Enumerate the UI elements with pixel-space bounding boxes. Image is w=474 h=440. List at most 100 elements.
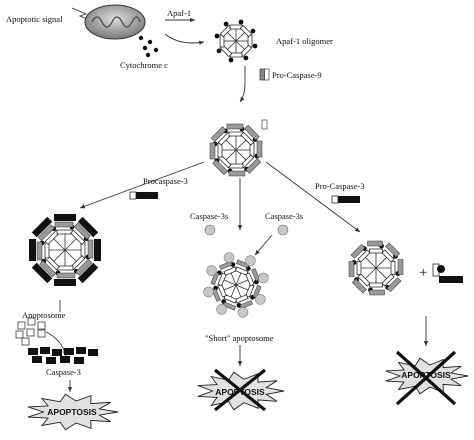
complex-arm — [206, 265, 227, 287]
complex-arm — [212, 154, 232, 176]
caspase9-bar — [222, 301, 237, 311]
complex-arm — [351, 273, 371, 294]
mitochondrion-icon — [84, 4, 146, 40]
caspase3-bar — [77, 216, 99, 238]
apoptosis-burst-middle: APOPTOSIS — [197, 368, 285, 412]
cytochrome-c-label: Cytochrome c — [120, 60, 168, 70]
spoke — [51, 249, 66, 264]
caspase3-block — [60, 356, 70, 363]
caspase9-bar — [369, 289, 385, 296]
arrow-right-branch — [265, 161, 361, 233]
caspase9-dot — [253, 279, 259, 285]
spoke — [235, 149, 248, 162]
spoke — [235, 284, 251, 292]
complex-arm — [245, 268, 269, 287]
apaf1-rod — [356, 261, 362, 275]
caspase9-bar — [210, 271, 220, 286]
procaspase3-left-icon — [129, 191, 158, 200]
apaf1-rod — [245, 272, 255, 287]
caspase9-bar — [219, 260, 233, 270]
caspase9-bar — [36, 241, 43, 261]
apaf1-oligomer-label: Apaf-1 oligomer — [276, 36, 333, 46]
caspase9-bar — [252, 284, 262, 299]
procaspase3-square — [26, 328, 35, 337]
arrow-to-holoenzyme — [239, 66, 246, 103]
apoptosome-label: Apoptosome — [22, 310, 66, 320]
spoke — [235, 284, 243, 300]
spoke — [235, 138, 248, 151]
procaspase3-right-label: Pro-Caspase-3 — [315, 181, 365, 191]
caspase9-bar — [75, 258, 93, 276]
apaf1-rod — [239, 24, 253, 38]
caspase9-bar — [209, 142, 216, 160]
caspase3-bar — [31, 216, 53, 238]
apaf1-rod — [217, 283, 227, 298]
complex-arm — [381, 273, 402, 293]
bound-caspase3 — [203, 286, 214, 298]
caspase9-dot — [252, 43, 258, 49]
arrow-caspase3s-in — [254, 234, 273, 256]
apaf1-rod — [223, 294, 238, 304]
caspase3-bar — [54, 279, 76, 286]
spoke — [64, 249, 79, 264]
caspase9-bar — [350, 243, 366, 259]
apaf1-rod — [381, 249, 395, 263]
apaf1-rod — [390, 261, 396, 275]
apoptotic-signal-label: Apoptotic signal — [6, 14, 63, 24]
apoptosis-burst-right: APOPTOSIS — [385, 350, 469, 406]
caspase3s-left-label: Caspase-3s — [190, 211, 228, 221]
procaspase3-substrates — [15, 317, 46, 346]
apaf1-rod — [234, 294, 249, 304]
apaf1-rod — [223, 266, 238, 276]
right-apaf1-complex — [348, 240, 404, 296]
apaf1-rod — [357, 249, 371, 263]
spoke — [51, 236, 66, 251]
caspase3-block — [64, 348, 74, 355]
complex-arm — [240, 124, 260, 146]
spoke — [235, 278, 251, 286]
complex-arm — [226, 123, 245, 137]
caspase9-bar — [239, 300, 253, 310]
apaf1-oligomer — [214, 19, 258, 63]
spoke — [363, 267, 377, 281]
complex-arm — [216, 294, 238, 315]
pro-caspase9-label: Pro-Caspase-9 — [272, 70, 322, 80]
caspase3-block — [52, 349, 62, 356]
apaf1-rod — [369, 248, 383, 254]
apaf1-caspase9-complex — [209, 123, 263, 177]
caspase3-right-icon — [277, 224, 289, 236]
spoke — [229, 270, 237, 286]
complex-arm — [227, 163, 246, 177]
spoke — [375, 255, 389, 269]
caspase9-bar — [348, 261, 355, 277]
apaf1-rod — [234, 266, 249, 276]
bound-caspase3 — [206, 265, 217, 276]
complex-arm — [234, 255, 256, 276]
complex-arm — [350, 243, 371, 263]
complex-arm — [368, 282, 385, 296]
caspase9-dot — [236, 302, 242, 308]
caspase9-bar — [397, 259, 404, 275]
apoptosis-right-text: APOPTOSIS — [401, 370, 451, 380]
bound-caspase3 — [216, 304, 227, 315]
blocked-cross-right — [395, 350, 457, 406]
pro-caspase9-icon — [259, 68, 265, 81]
bound-caspase3 — [237, 307, 249, 318]
complex-arm — [29, 239, 50, 261]
plus-sign: + — [419, 265, 427, 281]
caspase9-bar — [37, 224, 55, 242]
apaf1-rod — [357, 273, 371, 287]
cytochrome-arrow — [164, 33, 205, 45]
complex-arm — [31, 255, 60, 284]
caspase9-bar — [228, 170, 246, 177]
complex-arm — [70, 255, 99, 284]
caspase9-dot — [214, 33, 220, 39]
caspase9-bar — [226, 123, 244, 130]
spoke — [224, 138, 237, 151]
apaf1-rod — [369, 282, 383, 288]
apaf1-rod — [70, 229, 86, 245]
active-caspase3-blocks — [28, 347, 98, 364]
caspase9-bar — [211, 288, 221, 302]
caspase9-bar — [386, 277, 402, 293]
spoke — [235, 270, 243, 286]
